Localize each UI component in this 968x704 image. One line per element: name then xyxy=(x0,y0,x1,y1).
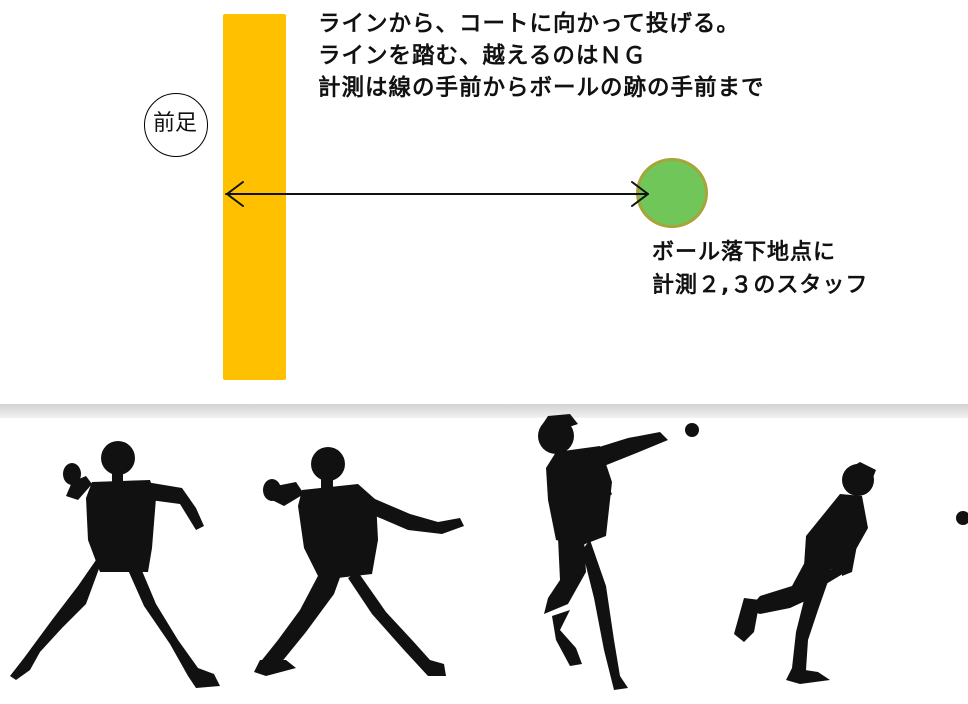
thrower-silhouette-4 xyxy=(734,462,876,684)
staff-note-line: 計測２,３のスタッフ xyxy=(652,273,869,298)
throwing-line xyxy=(223,14,286,380)
front-foot-marker xyxy=(144,93,208,157)
measurement-arrow xyxy=(225,181,649,207)
thrower-silhouette-3 xyxy=(538,414,699,690)
thrower-silhouette-1 xyxy=(10,441,220,688)
instruction-line: ラインから、コートに向かって投げる。 xyxy=(318,11,740,37)
front-foot-label: 前足 xyxy=(153,111,198,136)
instruction-line: 計測は線の手前からボールの跡の手前まで xyxy=(318,75,765,101)
staff-note-text: ボール落下地点に 計測２,３のスタッフ xyxy=(652,236,868,302)
staff-note-line: ボール落下地点に xyxy=(652,240,837,265)
ball-in-flight xyxy=(956,511,968,525)
thrower-silhouette-2 xyxy=(254,447,464,676)
instructions-text: ラインから、コートに向かって投げる。 ラインを踏む、越えるのはＮＧ 計測は線の手… xyxy=(318,8,765,104)
section-divider xyxy=(0,404,968,418)
instruction-line: ラインを踏む、越えるのはＮＧ xyxy=(318,43,647,69)
